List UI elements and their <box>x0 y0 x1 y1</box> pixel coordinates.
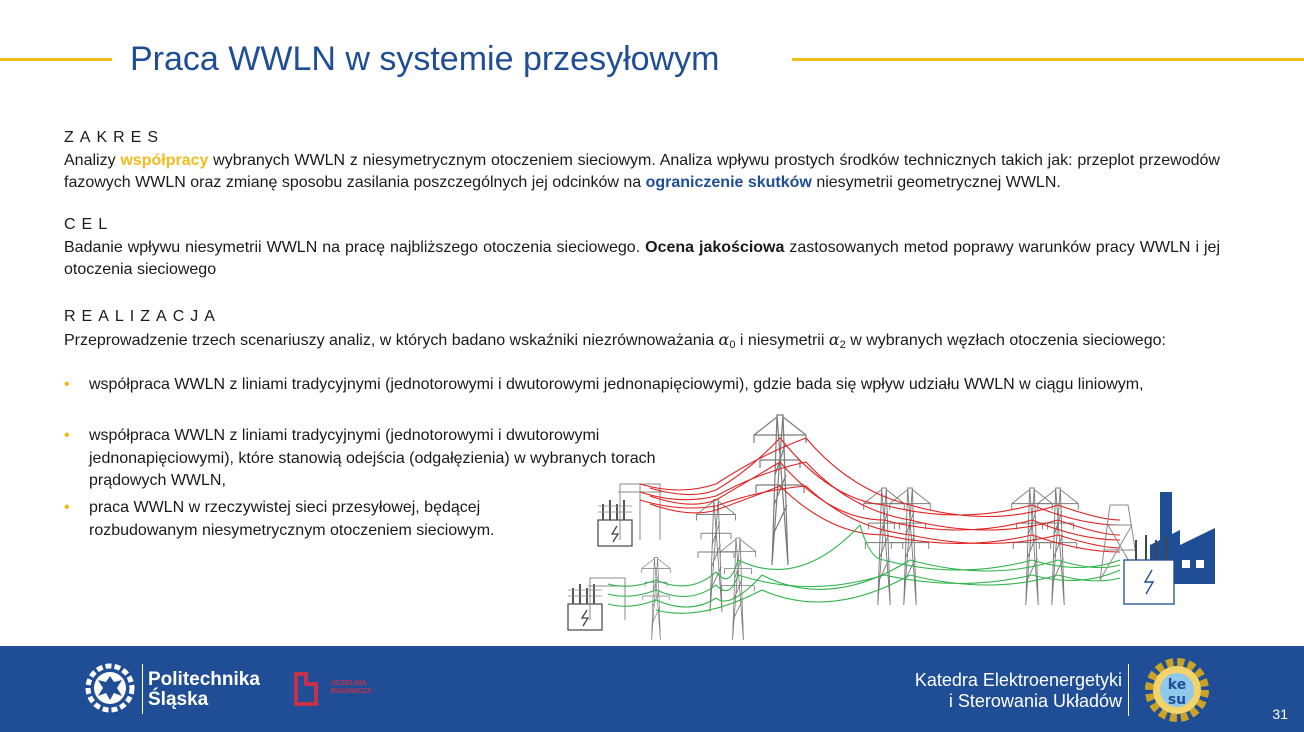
list-item: • współpraca WWLN z liniami tradycyjnymi… <box>64 427 656 489</box>
zakres-paragraph: Analizy współpracy wybranych WWLN z nies… <box>64 151 1220 192</box>
eagle-gear-logo <box>85 663 135 713</box>
section-realizacja: REALIZACJA Przeprowadzenie trzech scenar… <box>64 306 1220 356</box>
kesu-gear-logo: ke su <box>1145 658 1209 722</box>
bullet-icon: • <box>64 427 70 444</box>
substation-icon <box>597 499 633 547</box>
realizacja-paragraph: Przeprowadzenie trzech scenariuszy anali… <box>64 329 1166 351</box>
list-item: • współpraca WWLN z liniami tradycyjnymi… <box>64 374 1220 397</box>
highlight-ograniczenie: ograniczenie skutków <box>645 174 812 191</box>
research-university-label: UCZELNIA BADAWCZA <box>331 680 372 695</box>
dept-separator <box>1128 664 1129 716</box>
kesu-bottom: su <box>1168 692 1186 708</box>
list-item: • praca WWLN w rzeczywistej sieci przesy… <box>64 499 495 539</box>
logo-separator <box>142 664 143 714</box>
footer: Politechnika Śląska UCZELNIA BADAWCZA Ka… <box>0 646 1304 732</box>
alpha0-symbol: α <box>718 329 730 349</box>
university-name: Politechnika Śląska <box>148 669 260 710</box>
alpha2-symbol: α <box>828 329 840 349</box>
section-zakres: ZAKRES Analizy współpracy wybranych WWLN… <box>64 127 1220 195</box>
cel-paragraph: Badanie wpływu niesymetrii WWLN na pracę… <box>64 238 1220 279</box>
cel-heading: CEL <box>64 216 114 233</box>
section-cel: CEL Badanie wpływu niesymetrii WWLN na p… <box>64 214 1220 282</box>
highlight-wspolpracy: współpracy <box>120 151 209 169</box>
bullet-icon: • <box>64 376 70 393</box>
title-rule-right <box>792 58 1304 61</box>
research-university-logo <box>294 672 318 706</box>
kesu-top: ke <box>1168 677 1186 693</box>
bullet-icon: • <box>64 499 70 516</box>
transmission-towers-illustration <box>567 414 1215 641</box>
highlight-ocena: Ocena jakościowa <box>645 238 785 256</box>
realizacja-heading: REALIZACJA <box>64 308 221 325</box>
zakres-heading: ZAKRES <box>64 129 165 146</box>
page-title: Praca WWLN w systemie przesyłowym <box>130 40 720 78</box>
page-number: 31 <box>1272 706 1288 722</box>
department-name: Katedra Elektroenergetyki i Sterowania U… <box>914 670 1122 711</box>
title-rule-left <box>0 58 112 61</box>
substation-icon <box>567 583 603 631</box>
